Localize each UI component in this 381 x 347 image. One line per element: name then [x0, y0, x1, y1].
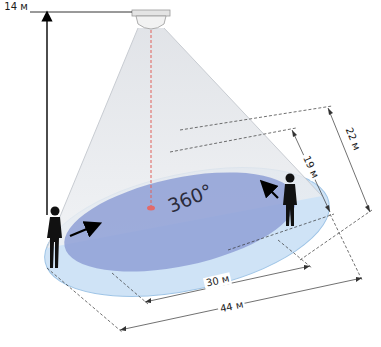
dimension-label: 44 м [217, 298, 246, 315]
dimension-label: 22 м [342, 124, 363, 154]
height-label: 14 м [2, 1, 29, 13]
